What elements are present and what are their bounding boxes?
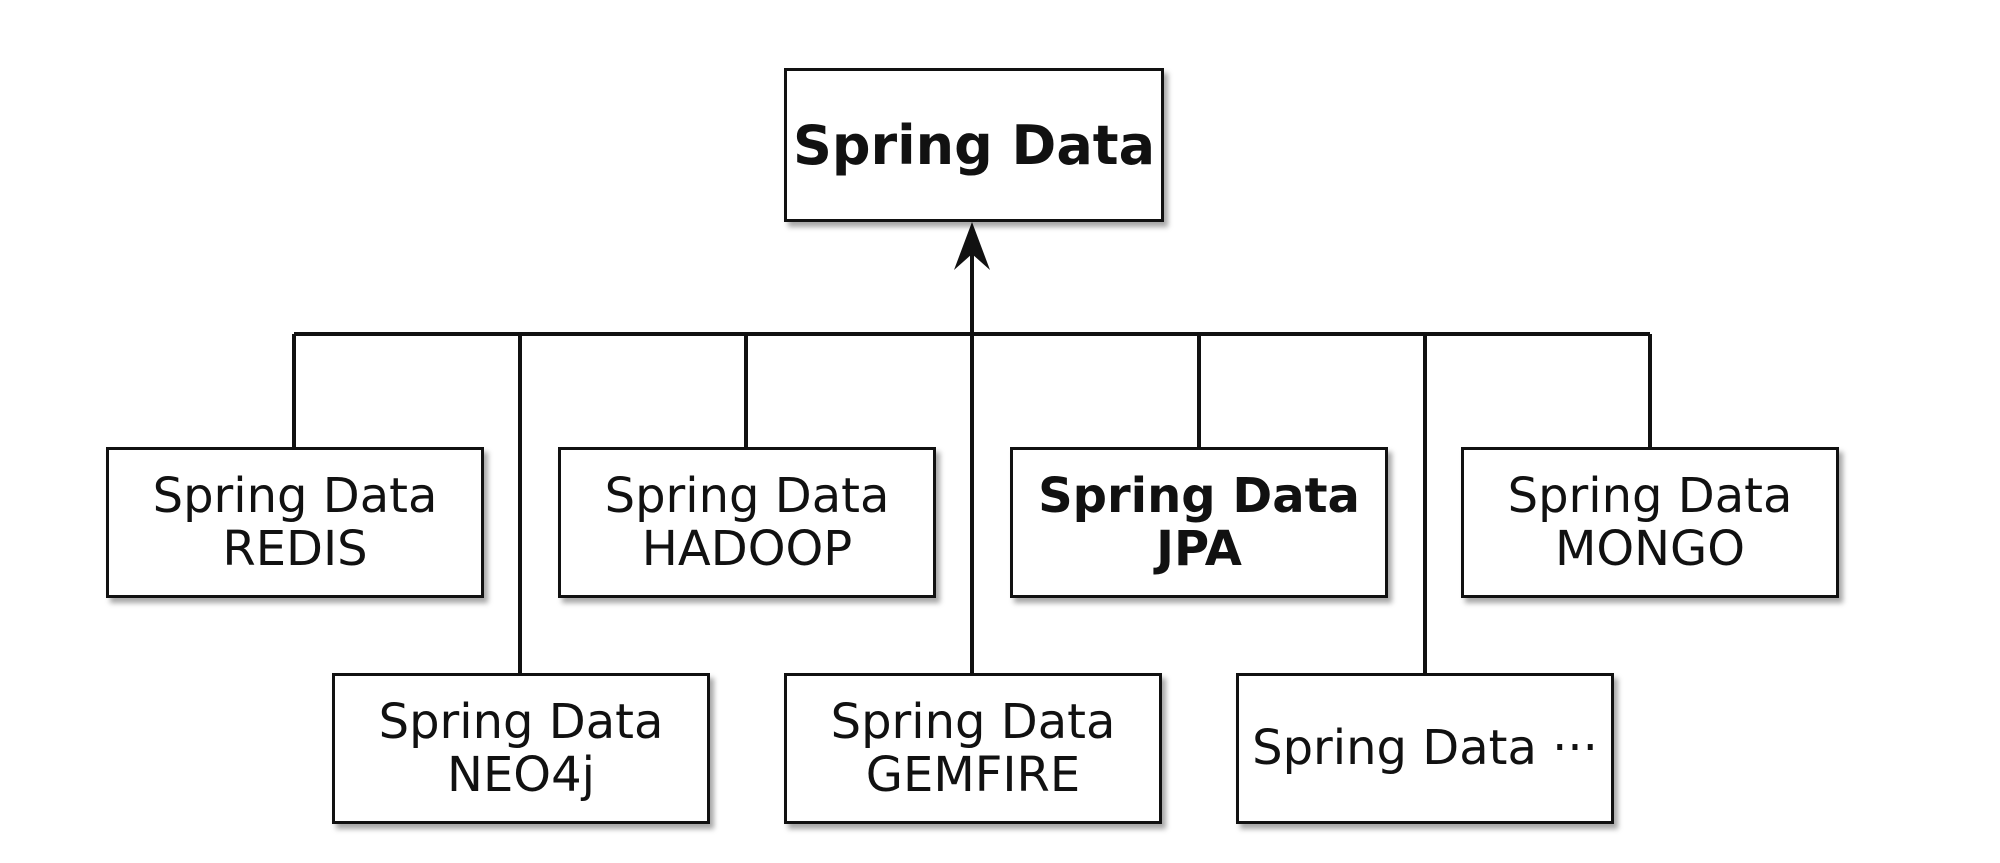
module-node-more: Spring Data ··· bbox=[1236, 673, 1614, 824]
module-node-mongo: Spring Data MONGO bbox=[1461, 447, 1839, 598]
module-line2: GEMFIRE bbox=[865, 746, 1081, 803]
module-line1: Spring Data bbox=[378, 693, 664, 750]
arrow-head-icon bbox=[954, 222, 990, 270]
module-line2: NEO4j bbox=[447, 746, 595, 803]
root-label: Spring Data bbox=[792, 113, 1156, 177]
module-node-hadoop: Spring Data HADOOP bbox=[558, 447, 936, 598]
module-line2: JPA bbox=[1156, 520, 1242, 577]
module-node-gemfire: Spring Data GEMFIRE bbox=[784, 673, 1162, 824]
module-node-neo4j: Spring Data NEO4j bbox=[332, 673, 710, 824]
module-line1: Spring Data ··· bbox=[1252, 720, 1598, 776]
module-line2: REDIS bbox=[222, 520, 368, 577]
module-line1: Spring Data bbox=[1038, 467, 1360, 524]
module-node-jpa: Spring Data JPA bbox=[1010, 447, 1388, 598]
module-line1: Spring Data bbox=[1507, 467, 1793, 524]
module-line1: Spring Data bbox=[152, 467, 438, 524]
module-line2: MONGO bbox=[1554, 520, 1746, 577]
root-node-spring-data: Spring Data bbox=[784, 68, 1164, 222]
module-line2: HADOOP bbox=[641, 520, 853, 577]
module-line1: Spring Data bbox=[830, 693, 1116, 750]
module-line1: Spring Data bbox=[604, 467, 890, 524]
module-node-redis: Spring Data REDIS bbox=[106, 447, 484, 598]
